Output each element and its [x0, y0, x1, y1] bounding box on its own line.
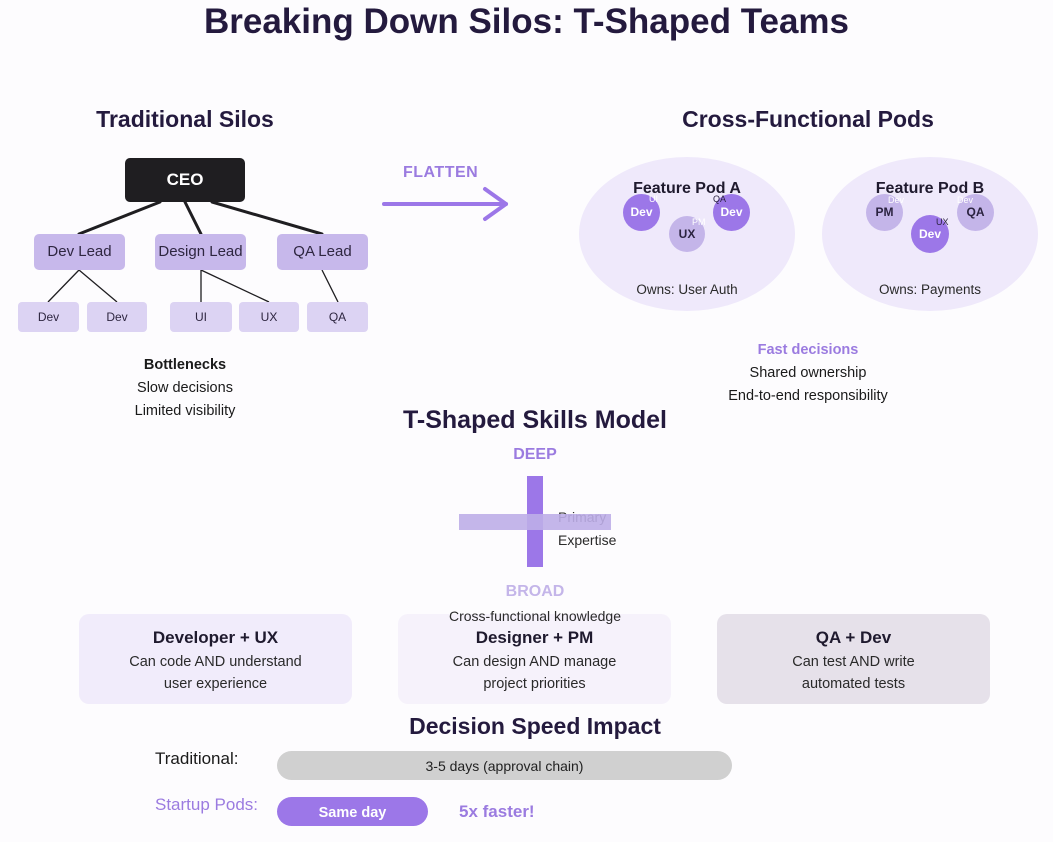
pod-a-name: Feature Pod A [633, 180, 741, 197]
card-line: project priorities [483, 676, 586, 692]
pod-b-member-qa: QA [957, 194, 994, 231]
dev-lead-box: Dev Lead [34, 234, 125, 270]
connector-design-lead-ux [200, 269, 270, 303]
card-title: Developer + UX [152, 628, 279, 647]
pod-b-name: Feature Pod B [875, 180, 985, 197]
pod-note-line: Shared ownership [749, 365, 867, 381]
card-qa-dev: QA + Dev Can test AND write automated te… [717, 614, 990, 704]
member-box-ui: UI [170, 302, 232, 332]
card-description: Can test AND write automated tests [717, 651, 990, 695]
fast-decisions-label: Fast decisions [757, 342, 859, 358]
flatten-arrow [382, 187, 508, 221]
broad-label: BROAD [505, 583, 565, 600]
deep-label: DEEP [513, 446, 557, 463]
connector-ceo-qa-lead [210, 200, 324, 236]
pod-a-tag-ui: UI [649, 194, 658, 204]
pod-a-member-ux: UX [669, 216, 705, 252]
pod-b-owns: Owns: Payments [878, 282, 982, 297]
member-box-dev-1: Dev [18, 302, 79, 332]
card-line: user experience [163, 676, 268, 692]
pod-a-tag-qa: QA [713, 194, 727, 204]
card-title: Designer + PM [475, 628, 594, 647]
pod-a-owns: Owns: User Auth [636, 282, 738, 297]
pods-speed-label: Startup Pods: [155, 795, 259, 814]
pod-b-tag-ux: UX [936, 217, 949, 227]
cross-functional-pods-heading: Cross-Functional Pods [682, 106, 934, 132]
connector-ceo-dev-lead [77, 200, 162, 236]
pod-note-line: End-to-end responsibility [728, 388, 888, 404]
traditional-speed-label: Traditional: [155, 749, 239, 768]
connector-ceo-design-lead [183, 200, 203, 236]
pod-a-member-dev-1: Dev [623, 194, 660, 231]
traditional-note-line: Limited visibility [134, 403, 236, 419]
connector-dev-lead-dev2 [78, 269, 118, 303]
card-line: Can test AND write [792, 654, 915, 670]
decision-speed-heading: Decision Speed Impact [409, 713, 661, 739]
pod-a-tag-pm: PM [692, 217, 706, 227]
expertise-label: Expertise [558, 532, 617, 548]
traditional-speed-bar: 3-5 days (approval chain) [277, 751, 732, 780]
pods-speed-bar: Same day [277, 797, 428, 826]
qa-lead-box: QA Lead [277, 234, 368, 270]
page-title: Breaking Down Silos: T-Shaped Teams [203, 2, 850, 41]
pod-b-tag-dev-2: Dev [957, 195, 974, 205]
cross-functional-label: Cross-functional knowledge [449, 608, 621, 624]
member-box-dev-2: Dev [87, 302, 147, 332]
card-line: Can design AND manage [452, 654, 617, 670]
member-box-qa: QA [307, 302, 368, 332]
traditional-note-line: Slow decisions [137, 380, 233, 396]
card-description: Can design AND manage project priorities [398, 651, 671, 695]
traditional-silos-heading: Traditional Silos [96, 106, 274, 132]
card-line: Can code AND understand [129, 654, 302, 670]
card-line: automated tests [801, 676, 906, 692]
card-description: Can code AND understand user experience [79, 651, 352, 695]
card-title: QA + Dev [815, 628, 892, 647]
pod-notes: Fast decisions Shared ownership End-to-e… [688, 339, 928, 408]
pod-b-member-pm: PM [866, 194, 903, 231]
broad-skill-bar [459, 514, 611, 530]
ceo-box: CEO [125, 158, 245, 202]
pod-a-member-dev-2: Dev [713, 194, 750, 231]
connector-dev-lead-dev1 [47, 269, 80, 303]
traditional-notes: Bottlenecks Slow decisions Limited visib… [85, 354, 285, 423]
card-designer-pm: Designer + PM Can design AND manage proj… [398, 614, 671, 704]
t-shaped-heading: T-Shaped Skills Model [403, 406, 667, 434]
bottlenecks-label: Bottlenecks [143, 357, 227, 373]
speed-gain-label: 5x faster! [459, 802, 535, 821]
design-lead-box: Design Lead [155, 234, 246, 270]
pod-b-member-dev: Dev [911, 215, 949, 253]
card-developer-ux: Developer + UX Can code AND understand u… [79, 614, 352, 704]
pod-b-tag-dev-1: Dev [888, 195, 905, 205]
member-box-ux: UX [239, 302, 299, 332]
flatten-label: FLATTEN [403, 164, 479, 181]
connector-qa-lead-qa [321, 269, 339, 303]
